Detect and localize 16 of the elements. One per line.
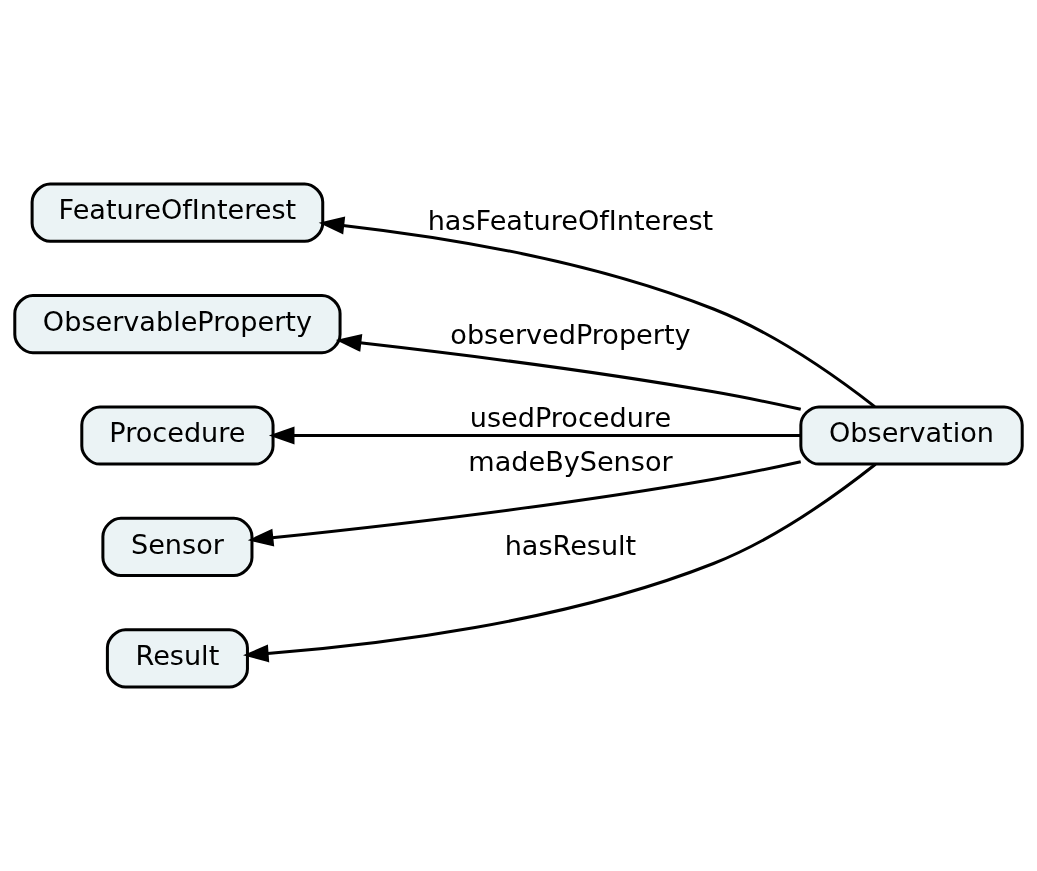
node-box: Sensor (101, 516, 254, 578)
node-box: Observation (799, 405, 1024, 466)
arrow (268, 426, 801, 445)
edge-label: hasFeatureOfInterest (427, 204, 714, 236)
edge-label: madeBySensor (468, 445, 673, 477)
arrow (318, 216, 876, 408)
edge-label: usedProcedure (469, 402, 672, 434)
edge-label: observedProperty (450, 319, 691, 351)
node-box: FeatureOfInterest (30, 182, 325, 243)
node-box: ObservableProperty (13, 293, 342, 355)
node-box: Result (105, 628, 249, 689)
node-box: Procedure (80, 405, 275, 466)
edge-label: hasResult (504, 530, 637, 562)
arrow (335, 334, 802, 411)
arrow (247, 460, 802, 547)
arrow (243, 463, 877, 663)
